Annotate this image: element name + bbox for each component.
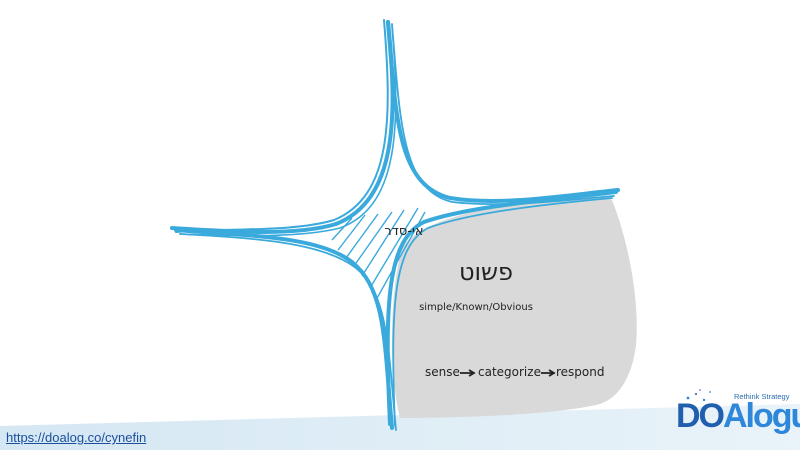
boundary-lines	[170, 19, 620, 431]
simple-domain-area	[392, 196, 637, 418]
arrow-icon	[541, 369, 556, 377]
cynefin-link[interactable]: https://doalog.co/cynefin	[6, 430, 147, 445]
domain-title: פשוט	[459, 258, 513, 286]
logo-splash-icon	[681, 389, 711, 407]
logo-word-alogue: Alogue	[723, 397, 800, 435]
logo-word-do: DO	[676, 397, 725, 435]
domain-subtitle: simple/Known/Obvious	[419, 302, 533, 313]
logo-tagline: Rethink Strategy	[734, 392, 790, 401]
disorder-label: אי-סדר	[384, 224, 423, 239]
arrow-icon	[460, 369, 476, 377]
logo-wordmark: DOAlogue	[676, 396, 800, 436]
practice-categorize: categorize	[478, 365, 541, 379]
practice-sense: sense	[425, 365, 460, 379]
doalogue-logo: Rethink Strategy DOAlogue	[676, 389, 800, 442]
practice-respond: respond	[556, 365, 605, 379]
footer-band	[0, 404, 800, 450]
